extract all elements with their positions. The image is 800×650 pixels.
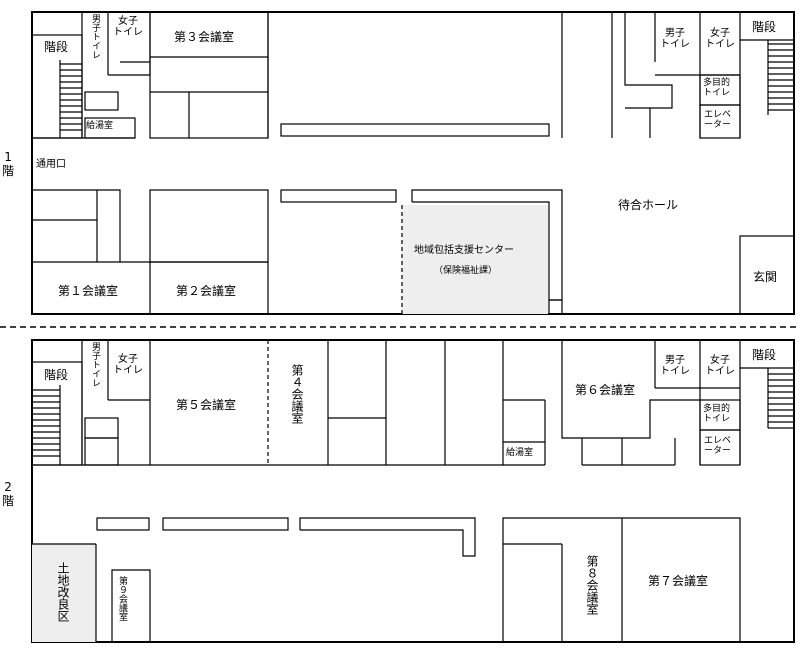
floor1-support-center-sub: （保険福祉課） bbox=[434, 266, 498, 276]
floor1-pantry: 給湯室 bbox=[86, 121, 114, 131]
floor2-pantry: 給湯室 bbox=[506, 448, 534, 458]
floor1-room2: 第２会議室 bbox=[176, 284, 237, 298]
floor2-room7: 第７会議室 bbox=[648, 574, 709, 588]
floor2-room8: 第８会議室 bbox=[585, 555, 599, 615]
floor1-womens-wc-left: 女子 トイレ bbox=[113, 16, 143, 38]
floor2-womens-wc-right: 女子 トイレ bbox=[705, 355, 735, 377]
floor1-multipurpose-wc: 多目的 トイレ bbox=[703, 78, 731, 98]
floor2-room4: 第４会議室 bbox=[290, 364, 304, 424]
floor1-service-entrance: 通用口 bbox=[36, 159, 66, 170]
floor2-mens-wc-right: 男子 トイレ bbox=[660, 355, 690, 377]
floor2-multipurpose-wc: 多目的 トイレ bbox=[703, 404, 731, 424]
floor2-stairs-left: 階段 bbox=[44, 368, 69, 382]
floor1-mens-wc-right: 男子 トイレ bbox=[660, 28, 690, 50]
floor1-label: 1 階 bbox=[2, 150, 15, 178]
floor2-land-improvement: 土地改良区 bbox=[56, 562, 70, 622]
floor2-walls bbox=[31, 339, 795, 643]
floor2-elevator: エレベ ーター bbox=[704, 436, 732, 456]
floor2-womens-wc-left: 女子 トイレ bbox=[113, 354, 143, 376]
floor2-room6: 第６会議室 bbox=[575, 383, 636, 397]
floor1-waiting-hall: 待合ホール bbox=[618, 198, 679, 212]
floor1-mens-wc-left: 男子トイレ bbox=[90, 14, 100, 59]
floor1-elevator: エレベ ーター bbox=[704, 110, 732, 130]
floor2-mens-wc-left: 男子トイレ bbox=[90, 342, 100, 387]
floor1-womens-wc-right: 女子 トイレ bbox=[705, 28, 735, 50]
floor2-label: 2 階 bbox=[2, 480, 15, 508]
floor2-room5: 第５会議室 bbox=[176, 398, 237, 412]
floor1-stairs-left: 階段 bbox=[44, 40, 69, 54]
floor1-stairs-right: 階段 bbox=[752, 20, 777, 34]
floor2-room9: 第９会議室 bbox=[117, 576, 127, 621]
floor1-room3: 第３会議室 bbox=[174, 30, 235, 44]
floor1-room1: 第１会議室 bbox=[58, 284, 119, 298]
floor1-support-center: 地域包括支援センター bbox=[414, 245, 514, 256]
floor1-walls bbox=[31, 11, 795, 315]
floor1-entrance: 玄関 bbox=[753, 270, 778, 284]
floor2-stairs-right: 階段 bbox=[752, 348, 777, 362]
